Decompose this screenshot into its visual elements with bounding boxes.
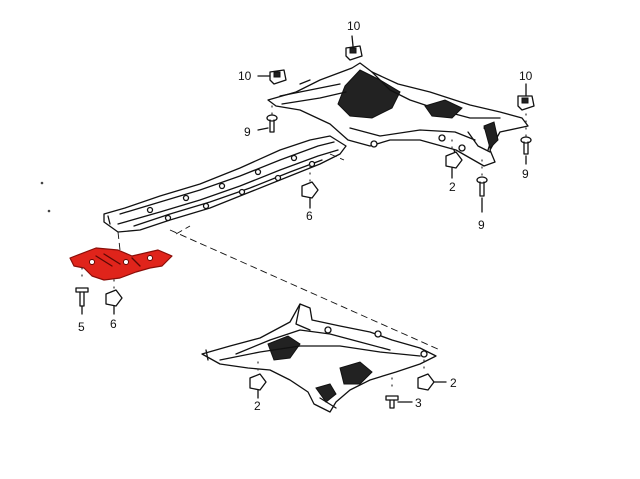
callout-5: 5 [78,320,85,334]
nut-2-lower-right[interactable] [417,359,447,391]
alignment-lines [117,153,441,351]
callout-labels: 10 10 10 9 9 9 2 6 5 6 2 2 3 [78,19,533,413]
callout-3: 3 [415,396,422,410]
highlighted-cover-plate[interactable] [69,247,173,281]
stray-dots [40,181,51,213]
nut-2-lower-left[interactable] [249,361,267,399]
side-rail-panel[interactable] [103,135,347,233]
nut-6-plate[interactable] [105,279,123,315]
lower-underbody-panel[interactable] [201,303,437,413]
clip-nut-10-left[interactable] [257,69,287,85]
screw-3[interactable] [385,377,413,409]
callout-6-plate: 6 [110,317,117,331]
callout-9-left: 9 [244,125,251,139]
nut-6-rail[interactable] [301,165,319,209]
clip-nut-10-right[interactable] [517,83,535,111]
callout-2-upper: 2 [449,180,456,194]
nut-2-upper[interactable] [445,139,463,179]
callout-9-right: 9 [522,167,529,181]
callout-2-lower-left: 2 [254,399,261,413]
callout-10-top: 10 [347,19,361,33]
screw-9-left[interactable] [257,105,278,133]
callout-10-left: 10 [238,69,252,83]
screw-5[interactable] [75,267,89,315]
callout-6-rail: 6 [306,209,313,223]
screw-9-right[interactable] [520,113,532,165]
screw-9-center[interactable] [476,159,488,213]
callout-9-center: 9 [478,218,485,232]
callout-10-right: 10 [519,69,533,83]
front-underbody-panel[interactable] [267,62,529,167]
clip-nut-10-top[interactable] [345,35,363,61]
callout-2-lower-right: 2 [450,376,457,390]
